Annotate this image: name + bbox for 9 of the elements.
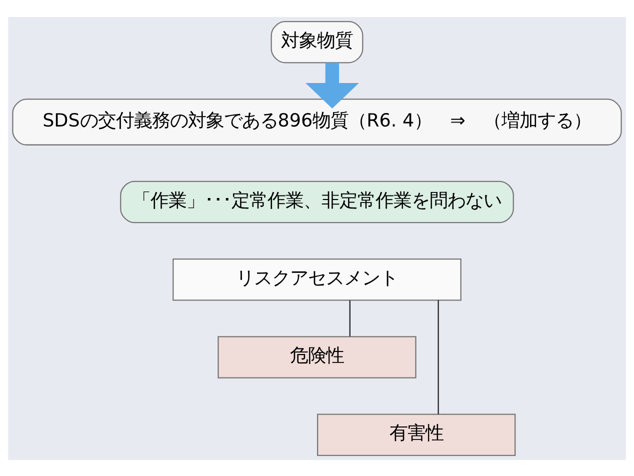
- node-box: リスクアセスメント: [172, 258, 462, 300]
- connector: [438, 300, 439, 414]
- node-box: 対象物質: [270, 20, 364, 63]
- connector: [349, 300, 350, 336]
- node-box: 有害性: [317, 413, 516, 456]
- arrow: [306, 62, 359, 108]
- node-box: 「作業」･･･定常作業、非定常作業を問わない: [120, 180, 514, 223]
- node-box: 危険性: [218, 336, 416, 378]
- node-box: SDSの交付義務の対象である896物質（R6. 4） ⇒ （増加する）: [12, 98, 622, 145]
